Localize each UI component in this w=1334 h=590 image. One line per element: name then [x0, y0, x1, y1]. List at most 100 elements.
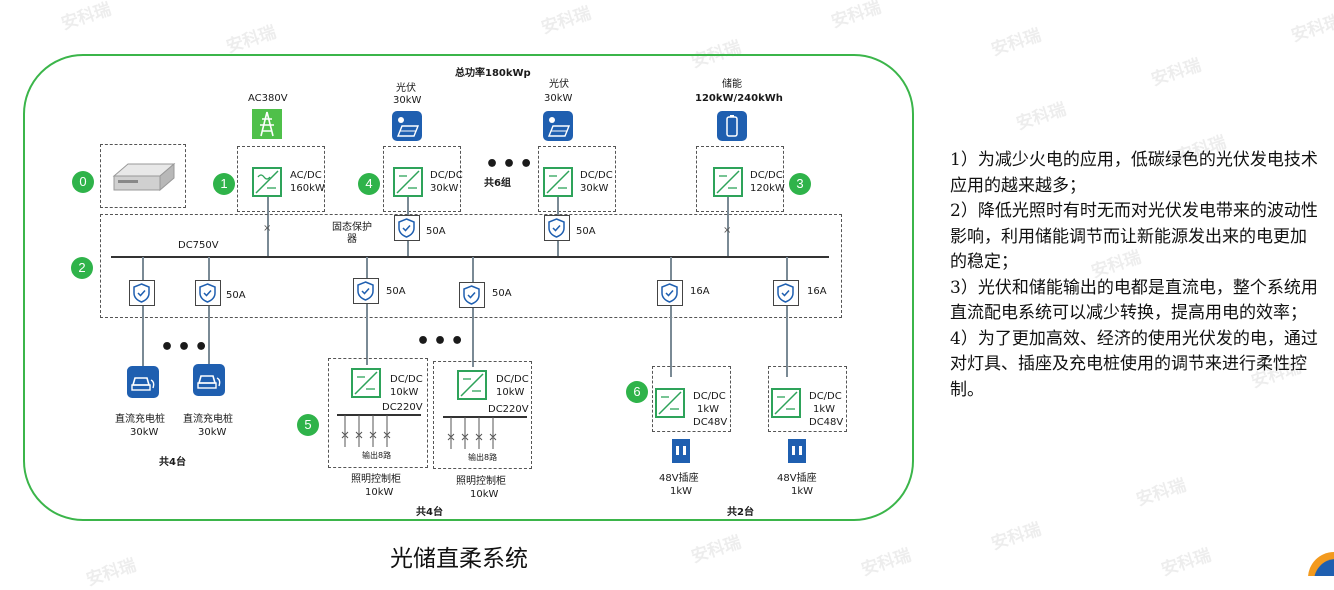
ac-feed-line — [267, 197, 269, 257]
watermark: 安科瑞 — [1158, 545, 1214, 581]
watermark: 安科瑞 — [1148, 55, 1204, 91]
light1-branch-line — [366, 257, 368, 365]
pv1-dc-dc-converter-icon — [393, 167, 423, 197]
light1-converter-type: DC/DC — [390, 374, 423, 385]
light2-converter-type: DC/DC — [496, 374, 529, 385]
pv1-label: 光伏 — [396, 83, 416, 94]
ac-switch: × — [263, 223, 272, 234]
socket2-power: 1kW — [791, 486, 814, 497]
ac-dc-converter-box — [237, 146, 325, 212]
badge-6: 6 — [626, 381, 648, 403]
badge-0: 0 — [72, 171, 94, 193]
storage-converter-type: DC/DC — [750, 170, 783, 181]
light1-name: 照明控制柜 — [351, 474, 401, 485]
light1-outputs — [341, 415, 391, 447]
ac-dc-type: AC/DC — [290, 170, 322, 181]
socket-converter-2-box — [768, 366, 847, 432]
socket2-branch-line — [786, 257, 788, 377]
light2-output-count: 输出8路 — [468, 453, 498, 462]
notes-panel: 1）为减少火电的应用，低碳绿色的光伏发电技术应用的越来越多； 2）降低光照时有时… — [950, 148, 1320, 403]
light1-power: 10kW — [365, 487, 394, 498]
light1-dc-dc-converter-icon — [351, 368, 381, 398]
power-socket-icon — [788, 439, 806, 463]
solar-panel-icon — [543, 111, 573, 141]
ev-ellipsis: ••• — [160, 335, 212, 360]
lighting-cabinet-1-box — [328, 358, 428, 468]
pv1-converter-power: 30kW — [430, 183, 459, 194]
socket1-name: 48V插座 — [659, 473, 699, 484]
storage-capacity: 120kW/240kWh — [695, 93, 783, 104]
diagram-title: 总功率180kWp — [455, 68, 531, 79]
corner-decoration — [1308, 552, 1334, 576]
pv2-converter-type: DC/DC — [580, 170, 613, 181]
light2-converter-power: 10kW — [496, 387, 525, 398]
ev-breaker-rating: 50A — [226, 290, 246, 301]
watermark: 安科瑞 — [828, 0, 884, 33]
socket1-power: 1kW — [670, 486, 693, 497]
diagram-caption: 光储直柔系统 — [390, 546, 528, 572]
storage-switch: × — [723, 225, 732, 236]
watermark: 安科瑞 — [988, 25, 1044, 61]
dc-bus-box — [100, 214, 842, 318]
socket2-bus-voltage: DC48V — [809, 417, 844, 428]
pv2-capacity: 30kW — [544, 93, 573, 104]
ev1-breaker-shield-icon — [129, 280, 155, 306]
ev-total: 共4台 — [159, 457, 186, 468]
note-1: 1）为减少火电的应用，低碳绿色的光伏发电技术应用的越来越多； — [950, 150, 1318, 196]
light2-dc-dc-converter-icon — [457, 370, 487, 400]
light2-breaker-shield-icon — [459, 282, 485, 308]
light1-breaker-shield-icon — [353, 278, 379, 304]
watermark: 安科瑞 — [688, 532, 744, 568]
pv1-capacity: 30kW — [393, 95, 422, 106]
watermark: 安科瑞 — [223, 22, 279, 58]
watermark: 安科瑞 — [1013, 99, 1069, 135]
socket1-bus-voltage: DC48V — [693, 417, 728, 428]
lighting-cabinet-2-box — [433, 361, 532, 469]
ev1-power: 30kW — [130, 427, 159, 438]
lighting-ellipsis: ••• — [416, 329, 468, 354]
storage-label: 储能 — [722, 79, 742, 90]
battery-icon — [717, 111, 747, 141]
power-socket-icon — [672, 439, 690, 463]
light1-converter-power: 10kW — [390, 387, 419, 398]
pv2-converter-power: 30kW — [580, 183, 609, 194]
ev1-name: 直流充电桩 — [115, 414, 165, 425]
ev2-branch-line — [208, 257, 210, 367]
badge-3: 3 — [789, 173, 811, 195]
watermark: 安科瑞 — [858, 545, 914, 581]
socket-total: 共2台 — [727, 507, 754, 518]
solid-state-protector-label: 固态保护器 — [332, 222, 372, 245]
server-icon — [112, 162, 176, 192]
ac-source-label: AC380V — [248, 93, 288, 104]
pv1-converter-type: DC/DC — [430, 170, 463, 181]
light1-sub-bus — [337, 414, 421, 416]
socket2-dc-dc-converter-icon — [771, 388, 801, 418]
pv1-breaker-rating: 50A — [426, 226, 446, 237]
socket2-breaker-shield-icon — [773, 280, 799, 306]
power-grid-icon — [252, 109, 282, 139]
ev1-branch-line — [142, 257, 144, 367]
light2-name: 照明控制柜 — [456, 476, 506, 487]
server-box — [100, 144, 186, 208]
ac-dc-converter-icon — [252, 167, 282, 197]
pv1-converter-box — [383, 146, 461, 212]
pv2-converter-box — [538, 146, 616, 212]
socket2-name: 48V插座 — [777, 473, 817, 484]
socket1-branch-line — [670, 257, 672, 377]
storage-converter-power: 120kW — [750, 183, 785, 194]
socket1-dc-dc-converter-icon — [655, 388, 685, 418]
badge-1: 1 — [213, 173, 235, 195]
light2-bus-voltage: DC220V — [488, 404, 529, 415]
ac-dc-power: 160kW — [290, 183, 325, 194]
socket1-converter-type: DC/DC — [693, 391, 726, 402]
light1-breaker-rating: 50A — [386, 286, 406, 297]
pv-ellipsis: ••• — [485, 152, 537, 177]
socket1-breaker-shield-icon — [657, 280, 683, 306]
watermark: 安科瑞 — [988, 519, 1044, 555]
socket2-converter-power: 1kW — [813, 404, 836, 415]
ev2-name: 直流充电桩 — [183, 414, 233, 425]
pv-group-count: 共6组 — [484, 178, 511, 189]
light1-bus-voltage: DC220V — [382, 402, 423, 413]
socket1-converter-power: 1kW — [697, 404, 720, 415]
ev-charger-icon — [193, 364, 225, 396]
